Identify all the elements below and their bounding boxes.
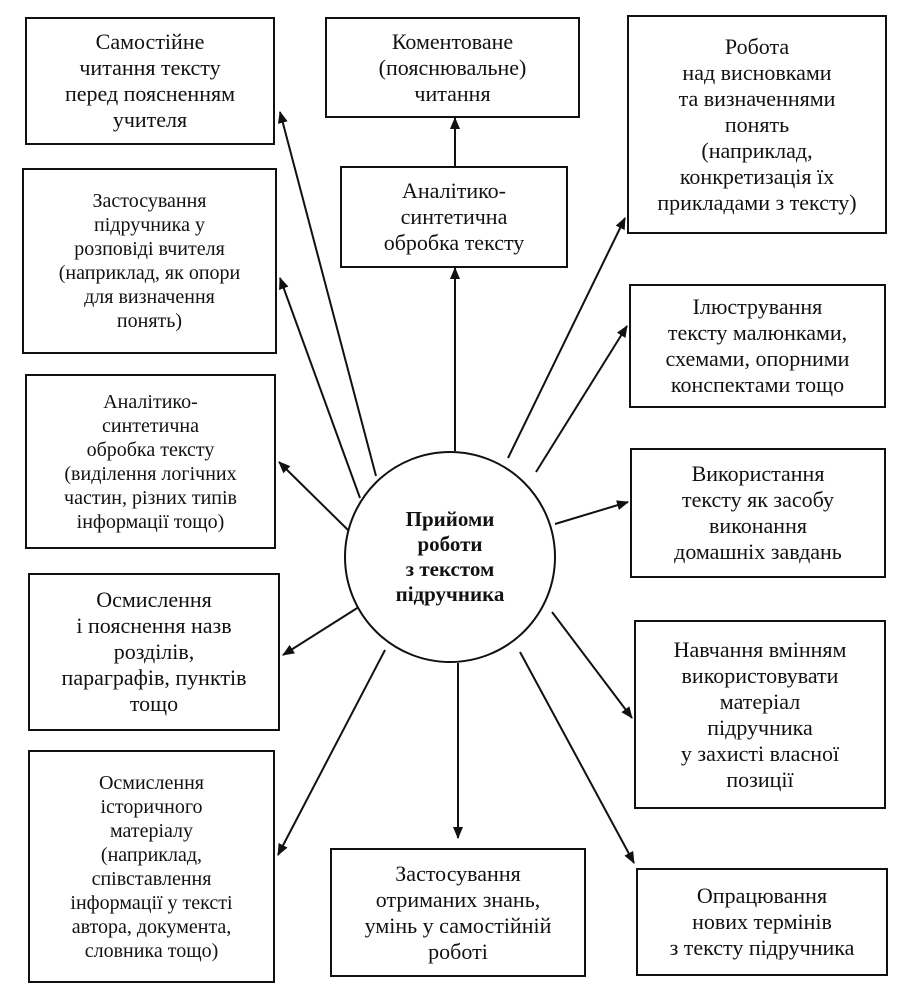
box-text-line: (наприклад, [100, 843, 203, 866]
box-text-line: читання [414, 80, 491, 106]
box-text-line: перед поясненням [64, 81, 236, 106]
box-text-line: співставлення [91, 867, 212, 890]
box-text-line: підручника у [94, 214, 205, 236]
box-text-line: понять [724, 111, 790, 137]
box-text-line: Використання [691, 461, 825, 486]
box-text-line: учителя [112, 107, 188, 132]
arrow-to-titles [282, 604, 363, 656]
box-text-line: конспектами тощо [670, 372, 845, 397]
arrow-to-historical [277, 649, 386, 856]
box-text-line: прикладами з тексту) [657, 189, 857, 215]
box-text-line: у захисті власної [680, 740, 840, 766]
box-text-line: (наприклад, [701, 137, 813, 163]
box-commented-reading: Коментоване(пояснювальне)читання [325, 17, 580, 118]
box-text-line: Аналітико- [402, 178, 506, 203]
box-text-line: отриманих знань, [375, 886, 541, 912]
box-text-line: Осмислення [96, 587, 212, 612]
box-text-line: параграфів, пунктів [61, 665, 247, 690]
box-text-line: Коментоване [391, 28, 514, 54]
center-line: підручника [395, 582, 505, 606]
box-text-line: понять) [116, 310, 183, 332]
box-text-line: матеріалу [109, 819, 194, 842]
box-text-line: синтетична [400, 204, 508, 229]
box-text-line: для визначення [84, 286, 215, 308]
box-text-line: позиції [726, 766, 794, 792]
center-line: з текстом [405, 557, 495, 581]
box-text-line: інформації тощо) [76, 510, 225, 533]
box-text-line: Аналітико- [103, 390, 198, 413]
box-text-line: інформації у тексті [70, 891, 233, 914]
arrow-to-conclusions [507, 217, 626, 459]
box-text-line: Опрацювання [696, 883, 828, 908]
box-text-line: умінь у самостійній [364, 912, 552, 938]
center-line: роботи [417, 532, 483, 556]
box-text-line: над висновками [682, 59, 832, 85]
box-text-line: нових термінів [692, 909, 832, 934]
box-text-line: обробка тексту [383, 230, 525, 255]
box-text-line: синтетична [102, 414, 199, 437]
box-text-line: обробка тексту [86, 438, 215, 461]
arrow-to-self-reading [277, 111, 377, 477]
box-text-line: розділів, [113, 639, 195, 664]
center-line: Прийоми [405, 507, 495, 531]
box-text-line: Навчання вмінням [673, 636, 847, 662]
box-text-line: читання тексту [79, 55, 221, 80]
box-text-line: використовувати [681, 662, 839, 688]
box-text-line: Осмислення [98, 771, 205, 794]
arrow-to-skills [551, 611, 633, 719]
box-text-line: Ілюстрування [692, 294, 823, 319]
box-text-line: Самостійне [95, 29, 205, 54]
box-text-line: (наприклад, як опори [58, 262, 241, 284]
box-text-line: матеріал [719, 688, 801, 714]
box-text-line: Робота [724, 33, 790, 59]
box-text-line: автора, документа, [71, 915, 232, 938]
box-text-line: підручника [707, 714, 813, 740]
box-text-line: історичного [100, 795, 203, 818]
box-text-line: схемами, опорними [665, 346, 850, 371]
arrow-to-terms [519, 651, 635, 864]
box-text-line: Застосування [92, 190, 207, 212]
box-text-line: розповіді вчителя [74, 238, 225, 260]
arrow-to-homework [554, 500, 629, 525]
box-text-line: роботі [428, 938, 488, 964]
arrow-to-analytic-left [278, 461, 349, 531]
box-text-line: виконання [709, 513, 807, 538]
box-text-line: тексту малюнками, [667, 320, 848, 345]
box-text-line: і пояснення назв [76, 613, 232, 638]
box-text-line: словника тощо) [84, 939, 219, 962]
box-text-line: Застосування [395, 860, 521, 886]
box-text-line: з тексту підручника [669, 935, 855, 960]
box-text-line: (виділення логічних [64, 462, 237, 485]
arrow-to-illustration [535, 325, 628, 473]
box-text-line: (пояснювальне) [378, 54, 527, 80]
arrow-to-textbook-use [279, 277, 361, 499]
box-text-line: частин, різних типів [64, 486, 237, 509]
box-text-line: тексту як засобу [682, 487, 834, 512]
box-text-line: та визначеннями [678, 85, 836, 111]
box-text-line: домашніх завдань [674, 539, 842, 564]
box-text-line: тощо [129, 691, 179, 716]
box-text-line: конкретизація їх [679, 163, 835, 189]
